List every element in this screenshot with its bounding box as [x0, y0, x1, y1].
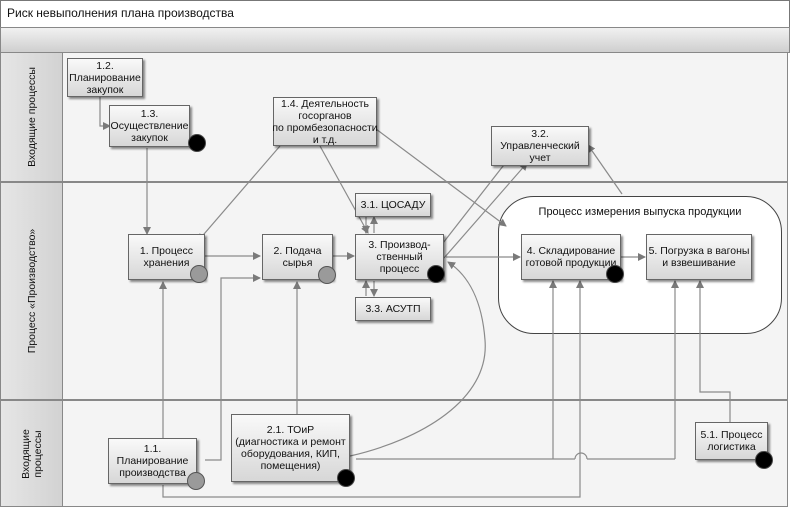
lane-incoming-top: Входящие процессы — [0, 52, 788, 182]
edge-3-32a — [435, 151, 515, 253]
node-2-1-maintenance[interactable]: 2.1. ТОиР (диагностика и ремонт оборудов… — [231, 414, 350, 482]
edge-51-5 — [696, 280, 731, 422]
node-4-storage-finished[interactable]: 4. Складирование готовой продукции — [521, 234, 621, 280]
lane-label-top: Входящие процессы — [1, 53, 63, 181]
node-3-production[interactable]: 3. Производ- ственный процесс — [355, 234, 444, 280]
edge-11-2 — [205, 274, 261, 461]
node-1-3-purchasing[interactable]: 1.3. Осуществление закупок — [109, 105, 190, 147]
node-3-3-asutp[interactable]: 3.3. АСУТП — [355, 297, 431, 321]
node-5-1-logistics[interactable]: 5.1. Процесс логистика — [695, 422, 768, 460]
node-3-2-management-accounting[interactable]: 3.2. Управленческий учет — [491, 126, 589, 166]
node-1-1-production-planning[interactable]: 1.1. Планирование производства — [108, 438, 197, 484]
edge-11-loop — [162, 280, 584, 498]
edge-14-3 — [319, 145, 369, 234]
lane-label-bottom: Входящие процессы — [1, 401, 63, 506]
node-5-loading-weighing[interactable]: 5. Погрузка в вагоны и взвешивание — [646, 234, 752, 280]
title-bar: Риск невыполнения плана производства — [0, 0, 790, 28]
node-1-2-planning-purchases[interactable]: 1.2. Планирование закупок — [67, 58, 143, 97]
edge-3-32b — [443, 162, 528, 259]
diagram-title: Риск невыполнения плана производства — [7, 6, 234, 20]
edge-14-4 — [371, 125, 507, 227]
measurement-group-title: Процесс измерения выпуска продукции — [538, 206, 742, 218]
node-2-raw-feed[interactable]: 2. Подача сырья — [262, 234, 333, 280]
node-1-storage[interactable]: 1. Процесс хранения — [128, 234, 205, 280]
lane-label-middle: Процесс «Производство» — [1, 183, 63, 399]
node-1-4-government-bodies[interactable]: 1.4. Деятельность госорганов по промбезо… — [272, 97, 378, 146]
edge-21-3 — [349, 261, 486, 457]
edge-12-13 — [99, 96, 111, 130]
edge-measure-32 — [587, 144, 623, 195]
node-3-1-tsosadu[interactable]: 3.1. ЦОСАДУ — [355, 193, 431, 217]
edge-14-1 — [197, 145, 281, 242]
